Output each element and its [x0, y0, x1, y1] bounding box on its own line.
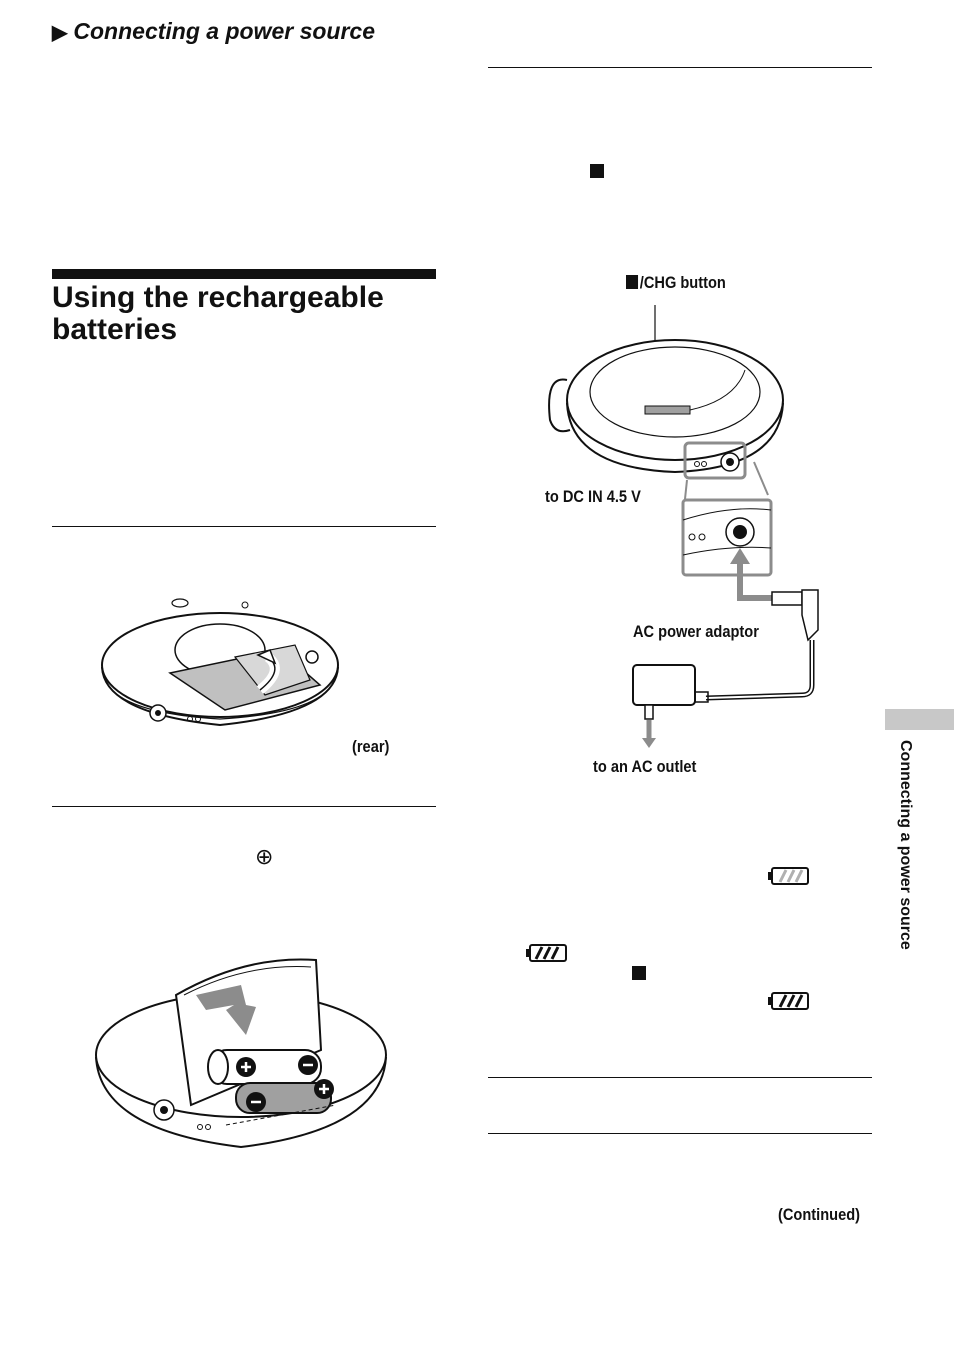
- side-tab-marker: [885, 709, 954, 730]
- page-title: Using the rechargeable batteries: [52, 282, 452, 346]
- ac-outlet-label: to an AC outlet: [593, 757, 697, 776]
- continued-label: (Continued): [778, 1205, 861, 1224]
- step-divider-5: [488, 1133, 872, 1134]
- dc-in-label: to DC IN 4.5 V: [545, 487, 641, 506]
- battery-insert-illustration: [95, 958, 387, 1149]
- player-lid-illustration: [101, 598, 339, 727]
- step-divider-3: [488, 67, 872, 68]
- plus-terminal-icon: ⊕: [255, 844, 274, 869]
- charging-illustration: [548, 305, 819, 748]
- side-tab-label: Connecting a power source: [897, 740, 914, 950]
- title-rule: [52, 269, 436, 279]
- rear-label: (rear): [352, 737, 390, 756]
- stop-symbol: [590, 164, 604, 178]
- step-divider-4: [488, 1077, 872, 1078]
- step-divider-1: [52, 526, 436, 527]
- battery-full-icon: [526, 944, 567, 962]
- battery-full-icon-2: [768, 992, 809, 1010]
- section-title: Connecting a power source: [73, 18, 375, 44]
- page-title-line-2: batteries: [52, 313, 178, 346]
- battery-charging-icon: [768, 867, 809, 885]
- ac-adaptor-label: AC power adaptor: [633, 622, 759, 641]
- chg-button-label: /CHG button: [626, 273, 726, 293]
- stop-symbol-2: [632, 966, 646, 980]
- step-divider-2: [52, 806, 436, 807]
- page-title-line-1: Using the rechargeable: [52, 281, 384, 314]
- section-header: ▶Connecting a power source: [52, 18, 375, 45]
- triangle-icon: ▶: [52, 22, 68, 44]
- stop-square-icon: [626, 275, 639, 289]
